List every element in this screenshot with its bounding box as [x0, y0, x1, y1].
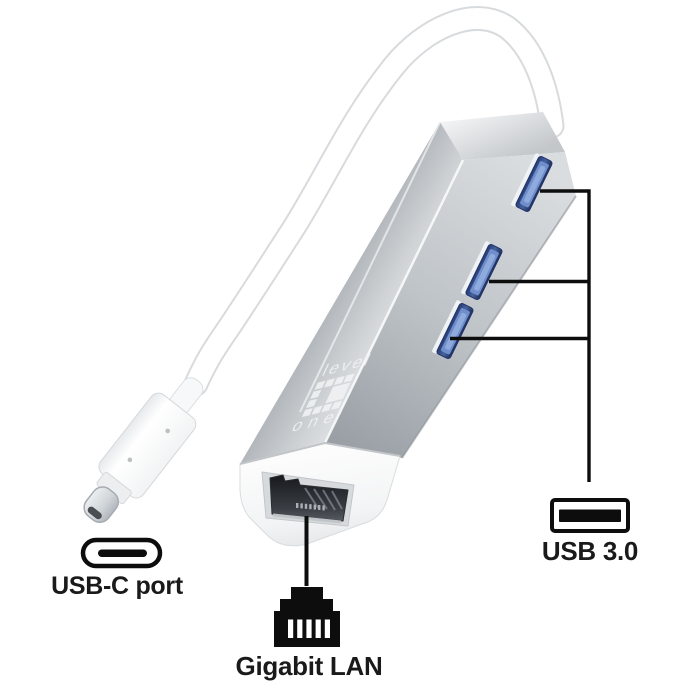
usb-c-plug	[83, 377, 204, 523]
gigabit-lan-label: Gigabit LAN	[236, 651, 383, 681]
hub-right-face	[325, 152, 576, 458]
rj45-jack-opening	[261, 471, 355, 527]
callout-line-port1	[540, 189, 591, 482]
hub-body: level one	[239, 112, 577, 547]
plug-dot	[165, 428, 170, 434]
rj45-contacts	[296, 503, 325, 511]
cable-body	[185, 8, 563, 395]
hub-left-edge-highlight	[299, 121, 441, 413]
rj45-icon-mid	[280, 599, 333, 613]
usb-a-port-icon	[550, 498, 630, 533]
rj45-plug-icon	[274, 587, 340, 647]
hub-left-face	[240, 122, 463, 464]
end-cap-seam	[239, 441, 401, 465]
usb3-port-3	[432, 300, 474, 359]
plug-dot	[127, 457, 133, 463]
rj45-icon-top	[291, 587, 323, 601]
hub-top-face	[440, 112, 565, 160]
hub-ridge-highlight	[323, 159, 465, 444]
usb-cable	[183, 6, 565, 397]
usb3-port-1	[511, 153, 553, 212]
usb-c-tip-slot	[87, 506, 102, 520]
hub-right-edge-shade	[401, 195, 577, 459]
annotation-lines	[304, 189, 591, 586]
usb3-ports	[432, 153, 553, 359]
logo-block-mark	[301, 373, 355, 418]
usb3-label: USB 3.0	[542, 536, 638, 566]
usb-a-tongue	[559, 509, 621, 522]
usb3-port-2	[461, 241, 503, 300]
rj45-icon-pins	[288, 619, 330, 638]
usb-c-bar	[98, 549, 147, 557]
usb-c-connector-icon	[80, 537, 163, 569]
usb-c-port-label: USB-C port	[51, 572, 184, 600]
